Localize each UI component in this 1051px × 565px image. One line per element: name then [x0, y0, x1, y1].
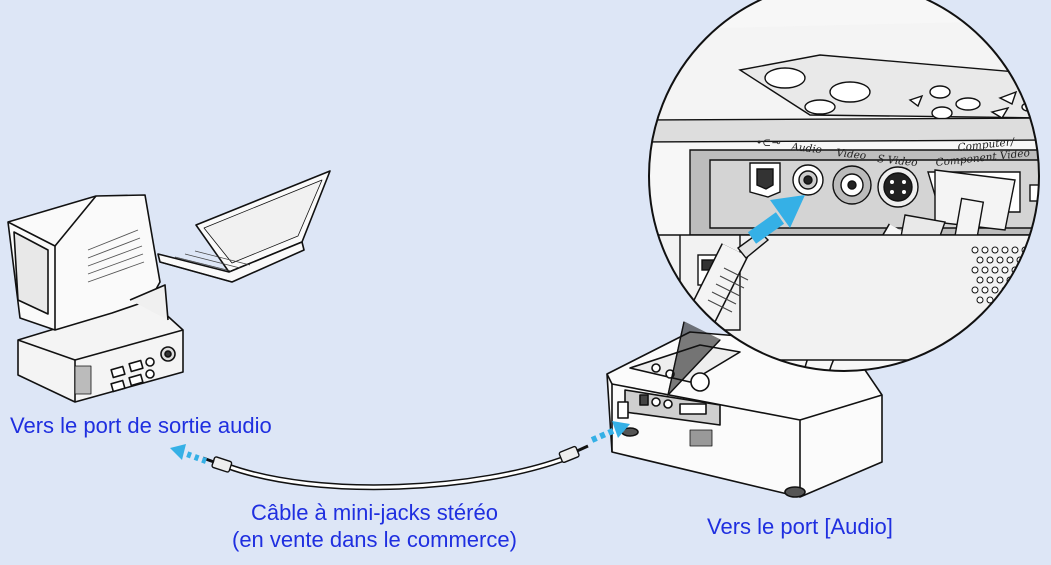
label-audio-port: Vers le port [Audio] — [707, 514, 893, 539]
video-port — [832, 165, 872, 205]
cable-plug-right — [558, 444, 589, 464]
port-label-s-video: S-Video — [877, 153, 918, 169]
audio-port — [792, 164, 824, 196]
arrow-into-audio-port — [747, 195, 805, 244]
arrow-to-audio-port — [590, 421, 630, 443]
zoomed-port-panel: •⊂⊸ Audio Video S-Video Computer/ Compon… — [648, 0, 1040, 372]
port-label-video: Video — [836, 147, 867, 162]
zoom-callout-lines — [666, 320, 722, 398]
stereo-mini-jack-cable — [202, 444, 589, 491]
label-stereo-cable-line2: (en vente dans le commerce) — [232, 527, 517, 552]
computer-rear-ports — [110, 346, 176, 393]
port-label-usb: •⊂⊸ — [756, 137, 781, 149]
label-audio-output-port: Vers le port de sortie audio — [10, 413, 272, 438]
zoomed-mini-jack-plug — [686, 218, 780, 327]
desktop-computer — [7, 194, 184, 403]
label-stereo-cable: Câble à mini-jacks stéréo (en vente dans… — [232, 499, 517, 553]
usb-port — [749, 162, 781, 198]
label-stereo-cable-line1: Câble à mini-jacks stéréo — [250, 500, 498, 525]
arrow-to-audio-out — [170, 444, 208, 464]
cable-plug-left — [202, 456, 233, 473]
laptop-computer — [157, 170, 331, 283]
s-video-port — [877, 166, 919, 208]
port-label-audio: Audio — [790, 141, 823, 156]
